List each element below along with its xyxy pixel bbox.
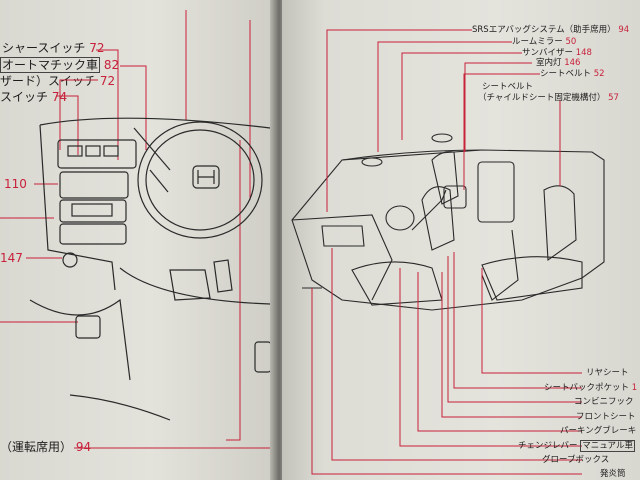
left-page: シャースイッチ 72 オートマチック車 82 ザード）スイッチ 72 スイッチ … <box>0 0 276 480</box>
cabin-lines <box>291 133 605 311</box>
callout-flare: 発炎筒 <box>600 469 626 479</box>
callout-parking-brake: パーキングブレーキ <box>560 426 637 436</box>
callout-srs-airbag: SRSエアバッグシステム（助手席用） 94 <box>472 25 630 35</box>
callout-147: 147 <box>0 251 23 265</box>
callout-change-lever: チェンジレバー マニュアル車 <box>518 440 635 452</box>
callout-switch: スイッチ 74 <box>0 90 68 104</box>
dashboard-illustration <box>0 10 273 449</box>
callout-leaders <box>311 29 582 475</box>
dashboard-lines <box>29 117 272 421</box>
callout-seatbelt: シートベルト 52 <box>540 69 605 79</box>
callout-convenience-hook: コンビニフック <box>574 397 634 407</box>
callout-driver-airbag: （運転席用） 94 <box>0 440 92 454</box>
callout-110: 110 <box>4 177 27 191</box>
callout-rear-seat: リヤシート <box>586 368 629 378</box>
callout-room-lamp: 室内灯 146 <box>536 58 581 68</box>
callout-hazard-switch: ザード）スイッチ 72 <box>0 74 116 88</box>
callout-seatback-pocket: シートバックポケット 1 <box>544 383 638 393</box>
callout-front-seat: フロントシート <box>576 412 636 422</box>
callout-seatbelt-child: シートベルト <box>482 82 534 92</box>
interior-illustration <box>291 29 605 475</box>
callout-leaders <box>0 10 273 449</box>
right-page: SRSエアバッグシステム（助手席用） 94 ルームミラー 50 サンバイザー 1… <box>282 0 640 480</box>
callout-automatic: オートマチック車 82 <box>0 57 120 73</box>
callout-wiper-switch: シャースイッチ 72 <box>2 41 105 55</box>
callout-room-mirror: ルームミラー 50 <box>512 37 577 47</box>
callout-glove-box: グローブボックス <box>542 455 610 465</box>
callout-sun-visor: サンバイザー 148 <box>522 48 592 58</box>
callout-child-seat-anchor: （チャイルドシート固定機構付） 57 <box>478 93 619 103</box>
